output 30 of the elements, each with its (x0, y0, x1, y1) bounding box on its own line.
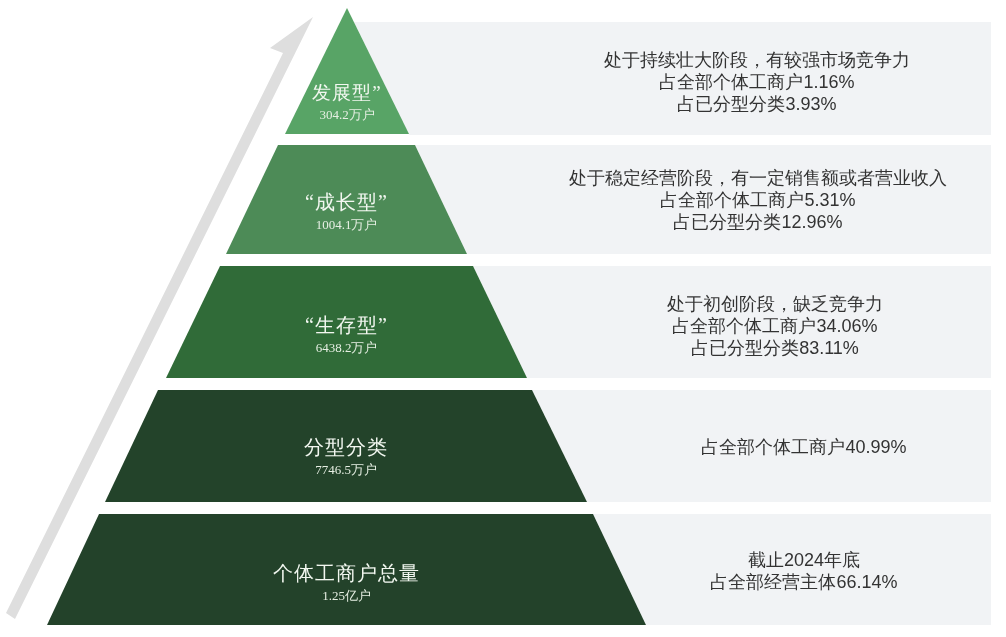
pyramid-tier (226, 145, 467, 254)
description-text: 占已分型分类3.93% (677, 93, 837, 115)
info-band (593, 514, 991, 625)
description-text: 占全部个体工商户5.31% (660, 188, 856, 211)
description-text: 占全部个体工商户1.16% (659, 71, 855, 93)
pyramid-tier (166, 266, 527, 378)
household-count: 304.2万户 (319, 107, 375, 125)
description-text: 占全部个体工商户34.06% (672, 315, 878, 337)
description-text: 处于持续壮大阶段，有较强市场竞争力 (604, 49, 910, 71)
tier-title: 个体工商户总量 (273, 560, 420, 585)
tier-title: “生存型” (305, 313, 388, 338)
description-text: 截止2024年底 (747, 548, 860, 571)
household-count: 1004.1万户 (315, 216, 378, 234)
pyramid-tier (47, 514, 646, 625)
description-text: 占全部个体工商户40.99% (701, 436, 907, 458)
household-count: 1.25亿户 (322, 587, 371, 605)
tier-title: 分型分类 (304, 435, 388, 460)
description-text: 占已分型分类12.96% (673, 210, 843, 233)
pyramid-tier (105, 390, 587, 502)
description-text: 占已分型分类83.11% (691, 337, 859, 359)
tier-title: 发展型” (312, 81, 382, 105)
info-band (415, 145, 991, 254)
description-text: 处于稳定经营阶段，有一定销售额或者营业收入 (569, 166, 947, 189)
household-count: 6438.2万户 (315, 340, 378, 357)
description-text: 处于初创阶段，缺乏竞争力 (667, 293, 883, 315)
tier-title: “成长型” (305, 189, 388, 214)
household-count: 7746.5万户 (315, 462, 377, 479)
info-band (532, 390, 991, 502)
description-text: 占全部经营主体66.14% (710, 570, 898, 593)
info-band (473, 266, 991, 378)
